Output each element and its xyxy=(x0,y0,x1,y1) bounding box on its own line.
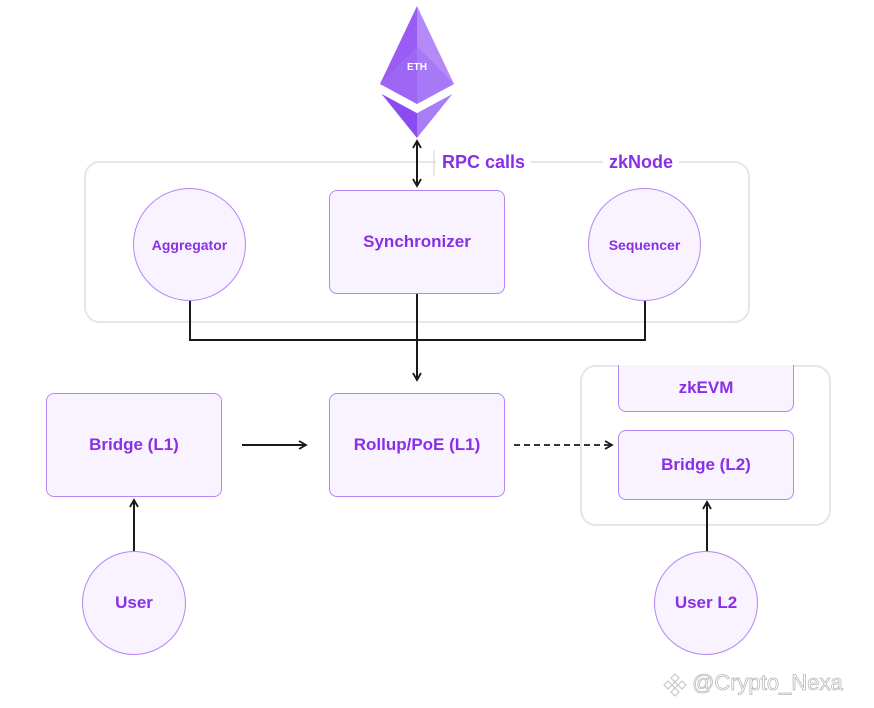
ethereum-logo-icon xyxy=(380,6,454,138)
rollup-poe-node: Rollup/PoE (L1) xyxy=(329,393,505,497)
sequencer-node: Sequencer xyxy=(588,188,701,301)
rpc-calls-label: RPC calls xyxy=(436,152,532,173)
bridge-l1-node: Bridge (L1) xyxy=(46,393,222,497)
bridge-l2-node: Bridge (L2) xyxy=(618,430,794,500)
zknode-label: zkNode xyxy=(603,152,680,173)
aggregator-node: Aggregator xyxy=(133,188,246,301)
synchronizer-node: Synchronizer xyxy=(329,190,505,294)
zkevm-node: zkEVM xyxy=(618,365,794,412)
watermark-text: @Crypto_Nexa xyxy=(692,670,844,696)
binance-logo-icon xyxy=(663,673,687,697)
eth-label: ETH xyxy=(407,62,427,73)
user-l2-node: User L2 xyxy=(654,551,758,655)
user-node: User xyxy=(82,551,186,655)
